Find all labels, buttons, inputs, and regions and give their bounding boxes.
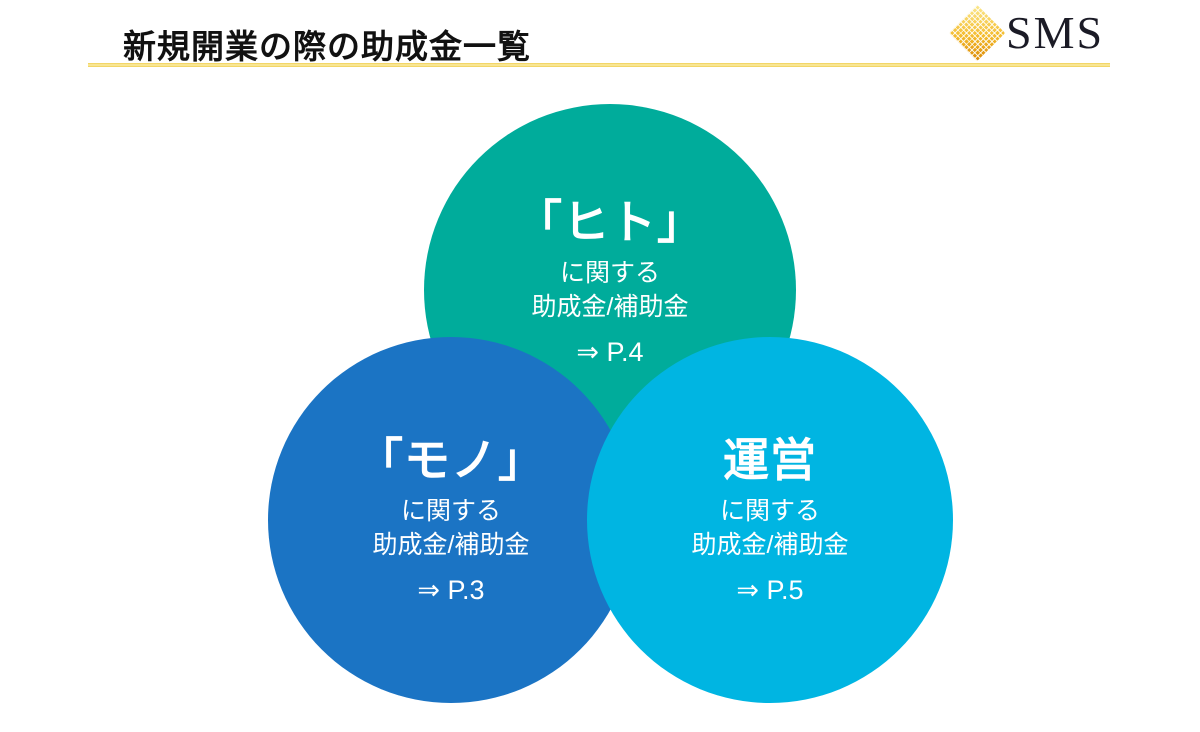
circle-hito-heading: 「ヒト」 [516,196,704,249]
circle-unei-line1: に関する [719,497,820,526]
circle-mono-line2: 助成金/補助金 [372,530,530,559]
circle-mono-page-ref: ⇒ P.3 [417,574,485,605]
circle-hito-line2: 助成金/補助金 [531,292,689,321]
circle-unei-page-ref: ⇒ P.5 [736,574,804,605]
title-underline [88,63,1110,67]
circle-unei-heading: 運営 [723,434,817,487]
circle-mono-line1: に関する [400,497,501,526]
circle-mono: 「モノ」 に関する 助成金/補助金 ⇒ P.3 [268,337,634,703]
circle-unei: 運営 に関する 助成金/補助金 ⇒ P.5 [587,337,953,703]
circle-hito-page-ref: ⇒ P.4 [576,336,644,367]
sms-logo: SMS [948,4,1102,66]
circle-mono-heading: 「モノ」 [357,434,545,487]
circle-unei-line2: 助成金/補助金 [691,530,849,559]
sms-diamond-icon [948,4,1006,62]
page-title: 新規開業の際の助成金一覧 [123,28,531,65]
sms-logo-text: SMS [1006,7,1105,58]
circle-hito-line1: に関する [559,259,660,288]
